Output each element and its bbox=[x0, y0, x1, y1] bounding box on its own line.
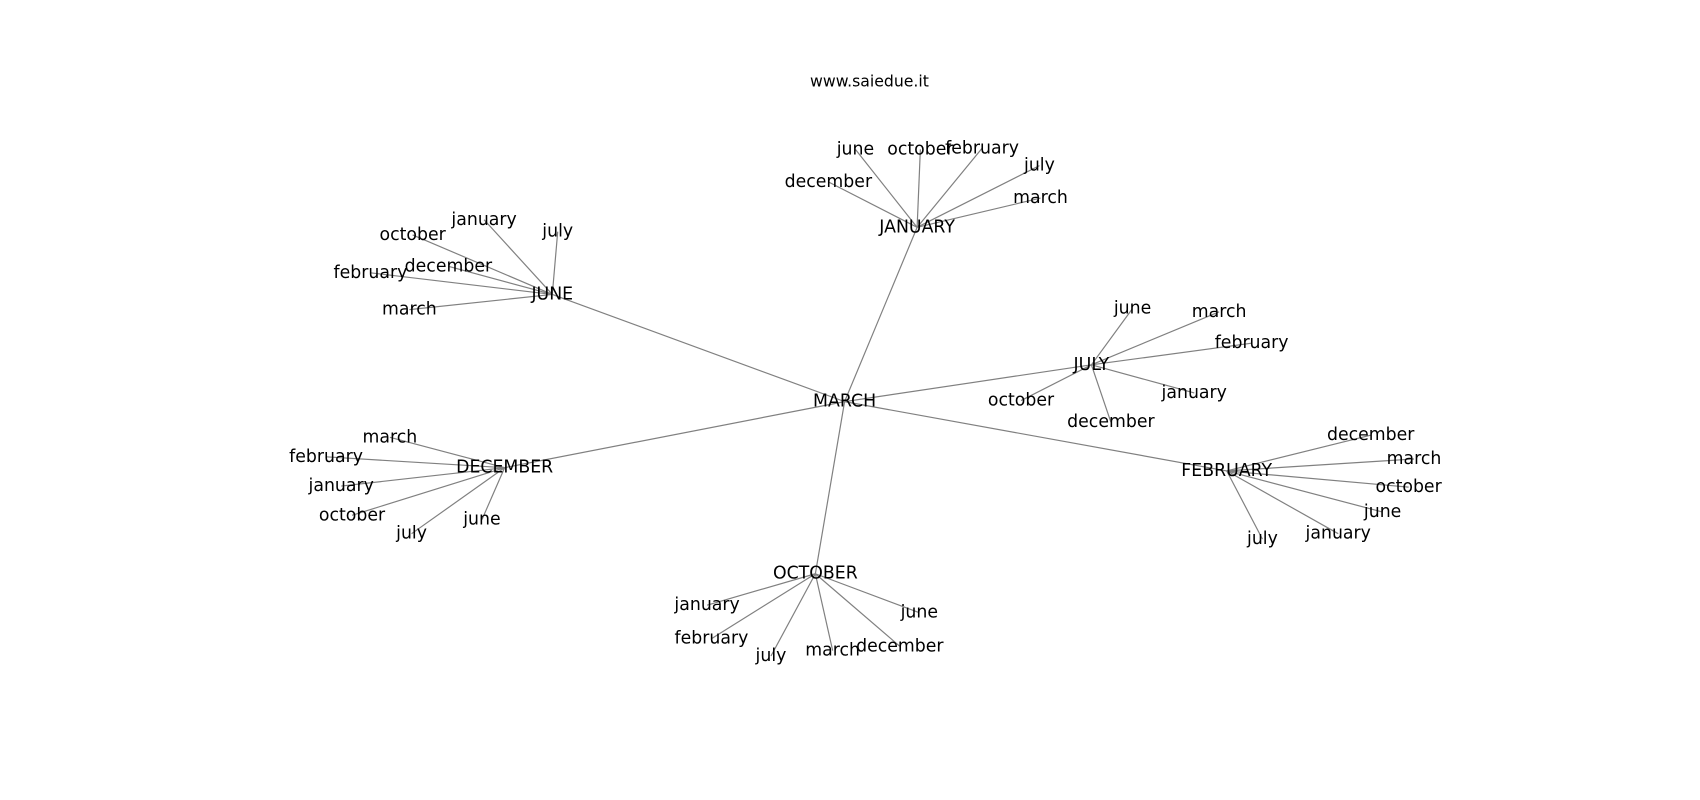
node-hub-february: FEBRUARY bbox=[1181, 461, 1272, 481]
node-leaf-december-july: july bbox=[395, 524, 427, 544]
node-leaf-december-march: march bbox=[363, 427, 418, 447]
edge-december-february bbox=[326, 456, 505, 469]
node-leaf-february-january: january bbox=[1305, 524, 1371, 544]
edge-february-january bbox=[1226, 470, 1339, 535]
edge-january-march bbox=[916, 197, 1041, 228]
node-leaf-december-january: january bbox=[308, 476, 374, 496]
edge-december-july bbox=[411, 467, 506, 535]
node-leaf-june-january: january bbox=[450, 210, 516, 230]
edge-january-december bbox=[828, 181, 918, 228]
edge-january-july bbox=[916, 165, 1040, 228]
edge-december-january bbox=[341, 467, 505, 487]
node-hub-june: JUNE bbox=[530, 284, 573, 304]
edge-january-june bbox=[854, 149, 918, 228]
edge-october-july bbox=[770, 573, 816, 657]
edge-june-february bbox=[370, 272, 553, 296]
node-leaf-february-march: march bbox=[1387, 449, 1442, 469]
edge-january-october bbox=[916, 149, 921, 228]
node-leaf-july-february: february bbox=[1215, 333, 1289, 353]
node-leaf-july-october: october bbox=[988, 391, 1055, 411]
node-leaf-january-march: march bbox=[1013, 188, 1068, 208]
edge-february-july bbox=[1226, 470, 1263, 540]
node-hub-july: JULY bbox=[1073, 355, 1110, 375]
node-leaf-october-march: march bbox=[805, 641, 860, 661]
node-leaf-june-december: december bbox=[405, 256, 493, 276]
node-leaf-january-december: december bbox=[785, 172, 873, 192]
node-leaf-june-february: february bbox=[334, 263, 408, 283]
node-leaf-july-december: december bbox=[1067, 412, 1155, 432]
edge-root-october bbox=[814, 401, 846, 574]
node-leaf-december-october: october bbox=[319, 505, 386, 525]
edge-july-january bbox=[1091, 364, 1195, 394]
edge-october-march bbox=[814, 573, 834, 651]
node-leaf-february-june: june bbox=[1363, 502, 1401, 522]
edge-december-june bbox=[481, 467, 506, 520]
edge-october-december bbox=[814, 573, 901, 647]
node-leaf-january-february: february bbox=[945, 138, 1019, 158]
edge-october-february bbox=[711, 573, 816, 640]
edge-december-october bbox=[351, 467, 505, 516]
edge-root-january bbox=[844, 227, 918, 402]
node-leaf-january-july: july bbox=[1023, 156, 1055, 176]
node-leaf-february-july: july bbox=[1246, 529, 1278, 549]
edge-root-june bbox=[552, 293, 845, 403]
node-leaf-october-december: december bbox=[856, 636, 944, 656]
node-leaf-june-october: october bbox=[380, 225, 447, 245]
node-leaf-january-october: october bbox=[887, 139, 954, 159]
node-leaf-october-july: july bbox=[755, 646, 787, 666]
node-leaf-october-january: january bbox=[673, 595, 739, 615]
edge-june-january bbox=[483, 219, 553, 295]
edge-july-october bbox=[1020, 364, 1092, 402]
edge-february-june bbox=[1226, 470, 1383, 513]
edge-root-february bbox=[844, 401, 1227, 472]
edge-july-march bbox=[1091, 311, 1220, 366]
edge-july-december bbox=[1090, 364, 1112, 423]
node-leaf-october-february: february bbox=[675, 629, 749, 649]
node-leaf-june-march: march bbox=[382, 300, 437, 320]
edge-february-december bbox=[1226, 434, 1371, 472]
edge-root-july bbox=[844, 364, 1092, 403]
edge-february-march bbox=[1226, 458, 1415, 472]
edge-january-february bbox=[916, 147, 983, 228]
node-root: MARCH bbox=[813, 392, 876, 412]
edge-october-june bbox=[815, 573, 920, 614]
node-leaf-july-june: june bbox=[1113, 299, 1151, 319]
edge-july-june bbox=[1090, 308, 1134, 366]
node-leaf-october-june: june bbox=[900, 603, 938, 623]
edge-july-february bbox=[1091, 342, 1252, 366]
graph-title: www.saiedue.it bbox=[810, 72, 929, 91]
edge-october-january bbox=[706, 573, 816, 606]
node-hub-january: JANUARY bbox=[878, 217, 955, 237]
node-leaf-december-june: june bbox=[462, 510, 500, 530]
node-leaf-february-december: december bbox=[1327, 425, 1415, 445]
node-leaf-february-october: october bbox=[1375, 477, 1442, 497]
edge-june-december bbox=[448, 265, 553, 296]
edge-june-july bbox=[551, 231, 559, 295]
edge-root-december bbox=[504, 401, 845, 469]
edges bbox=[326, 147, 1415, 657]
node-leaf-june-july: july bbox=[541, 222, 573, 242]
node-hub-october: OCTOBER bbox=[773, 564, 858, 584]
node-leaf-july-march: march bbox=[1192, 302, 1247, 322]
node-leaf-december-february: february bbox=[289, 447, 363, 467]
node-leaf-january-june: june bbox=[836, 139, 874, 159]
edge-february-october bbox=[1226, 470, 1409, 488]
node-leaf-july-january: january bbox=[1161, 383, 1227, 403]
edge-december-march bbox=[389, 436, 505, 469]
node-hub-december: DECEMBER bbox=[456, 458, 553, 478]
edge-june-march bbox=[409, 293, 553, 311]
edge-june-october bbox=[412, 234, 553, 295]
